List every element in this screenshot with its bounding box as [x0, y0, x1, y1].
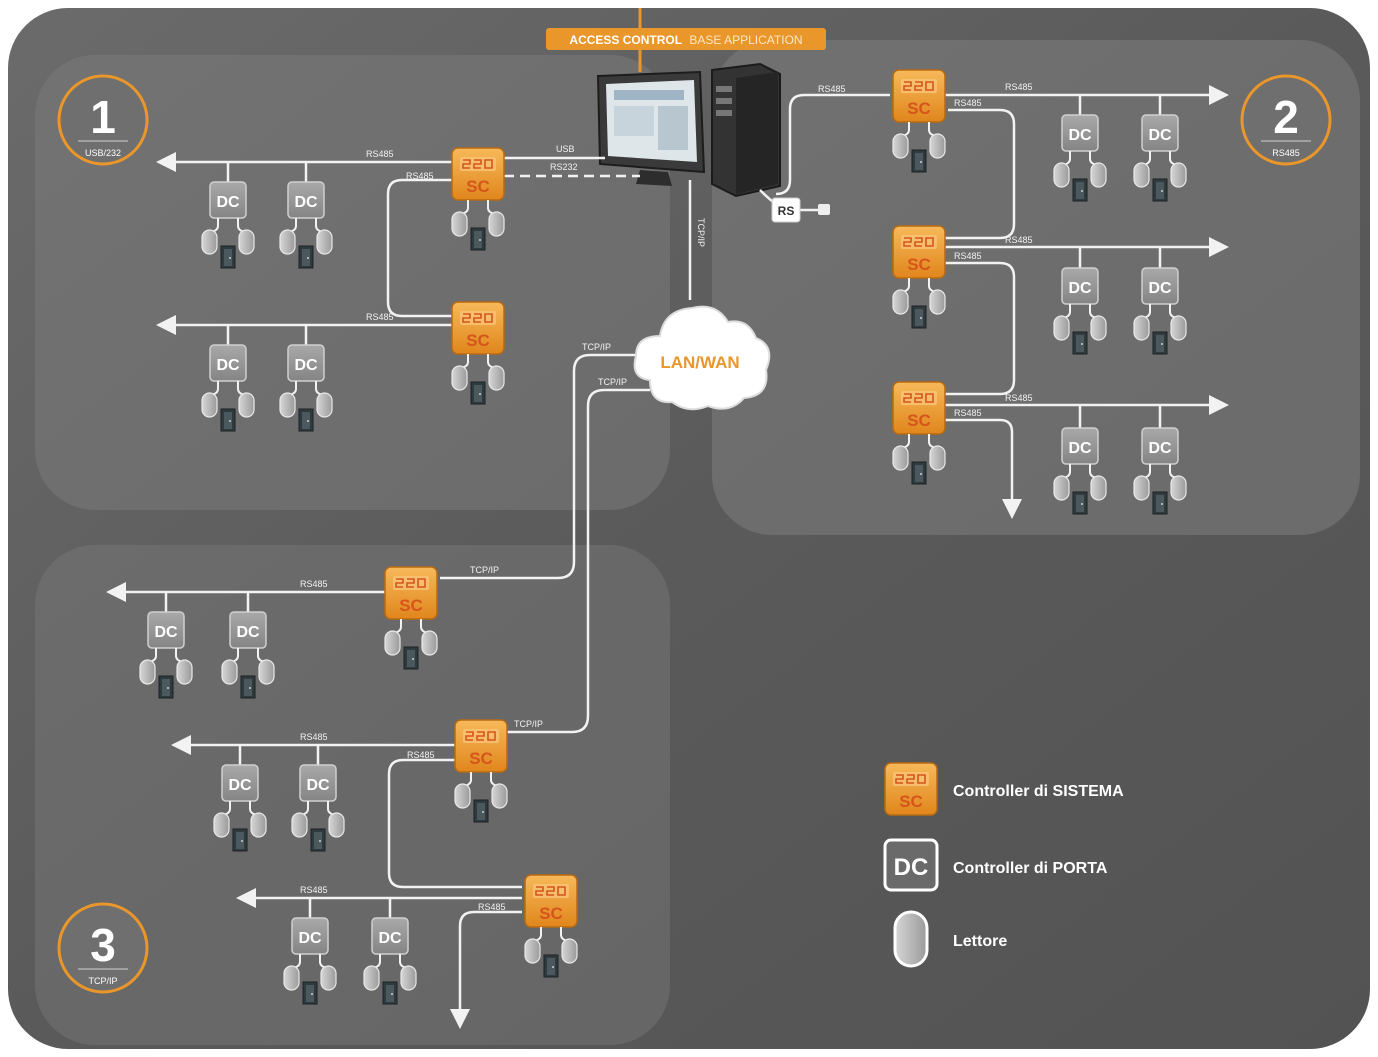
link-label-usb: USB — [556, 144, 575, 154]
link-label-rs485: RS485 — [954, 98, 982, 108]
link-label-tcpip: TCP/IP — [514, 719, 543, 729]
door-controller-icon — [299, 764, 337, 802]
door-controller-icon — [1061, 267, 1099, 305]
link-label-tcpip: TCP/IP — [470, 565, 499, 575]
door-controller-icon — [291, 917, 329, 955]
svg-text:DC: DC — [894, 854, 929, 881]
zone-badge-2: 2 RS485 — [1240, 74, 1332, 166]
zone-label: TCP/IP — [88, 976, 117, 986]
door-controller-icon — [371, 917, 409, 955]
cloud-label: LAN/WAN — [660, 353, 739, 372]
door-controller-icon — [1061, 114, 1099, 152]
rs-converter-box — [771, 197, 801, 223]
link-label-rs485: RS485 — [954, 408, 982, 418]
computer-icon — [596, 62, 781, 198]
rs-converter-label: RS — [778, 204, 795, 218]
door-controller-icon — [147, 611, 185, 649]
link-label-rs485: RS485 — [954, 251, 982, 261]
zone-label: USB/232 — [85, 148, 121, 158]
zone-label: RS485 — [1272, 148, 1300, 158]
app-banner-title: ACCESS CONTROL BASE APPLICATION — [569, 33, 802, 47]
legend-system-controller-icon — [884, 762, 938, 816]
door-controller-icon — [287, 344, 325, 382]
link-label-rs485: RS485 — [1005, 393, 1033, 403]
legend-system-controller-label: Controller di SISTEMA — [953, 783, 1124, 800]
legend-reader-icon — [893, 910, 929, 968]
door-controller-icon — [1141, 114, 1179, 152]
door-controller-icon — [221, 764, 259, 802]
door-controller-icon — [1141, 267, 1179, 305]
app-banner — [546, 28, 826, 50]
system-controller-icon — [454, 719, 508, 773]
link-label-rs485: RS485 — [407, 750, 435, 760]
link-label-tcpip: TCP/IP — [598, 377, 627, 387]
system-controller-icon — [892, 225, 946, 279]
door-controller-icon — [209, 181, 247, 219]
zone-3-panel — [35, 545, 670, 1045]
link-label-rs485: RS485 — [366, 149, 394, 159]
zone-number: 3 — [90, 919, 116, 971]
zone-number: 2 — [1273, 91, 1299, 143]
legend-door-controller-icon: DC — [883, 838, 939, 892]
door-controller-icon — [209, 344, 247, 382]
door-controller-icon — [1061, 427, 1099, 465]
system-controller-icon — [384, 566, 438, 620]
system-controller-icon — [451, 147, 505, 201]
system-controller-icon — [892, 381, 946, 435]
zone-1-panel — [35, 55, 670, 510]
door-controller-icon — [287, 181, 325, 219]
system-controller-icon — [451, 301, 505, 355]
link-label-tcpip: TCP/IP — [582, 342, 611, 352]
system-controller-icon — [892, 69, 946, 123]
link-label-rs485: RS485 — [1005, 235, 1033, 245]
link-label-tcpip: TCP/IP — [696, 218, 706, 247]
legend-reader-label: Lettore — [953, 933, 1007, 950]
legend: Controller di SISTEMA DC Controller di P… — [883, 762, 1124, 968]
link-label-rs485: RS485 — [478, 902, 506, 912]
link-label-rs485: RS485 — [1005, 82, 1033, 92]
link-label-rs485: RS485 — [406, 171, 434, 181]
link-label-rs485: RS485 — [300, 885, 328, 895]
link-label-rs485: RS485 — [818, 84, 846, 94]
zone-badge-1: 1 USB/232 — [57, 74, 149, 166]
link-label-rs485: RS485 — [300, 579, 328, 589]
legend-door-controller-label: Controller di PORTA — [953, 860, 1108, 877]
link-label-rs232: RS232 — [550, 162, 578, 172]
system-controller-icon — [524, 874, 578, 928]
lan-wan-cloud-icon: LAN/WAN — [633, 305, 771, 411]
link-label-rs485: RS485 — [300, 732, 328, 742]
zone-2-panel — [712, 40, 1360, 535]
door-controller-icon — [1141, 427, 1179, 465]
zone-badge-3: 3 TCP/IP — [57, 902, 149, 994]
link-label-rs485: RS485 — [366, 312, 394, 322]
zone-number: 1 — [90, 91, 116, 143]
door-controller-icon — [229, 611, 267, 649]
